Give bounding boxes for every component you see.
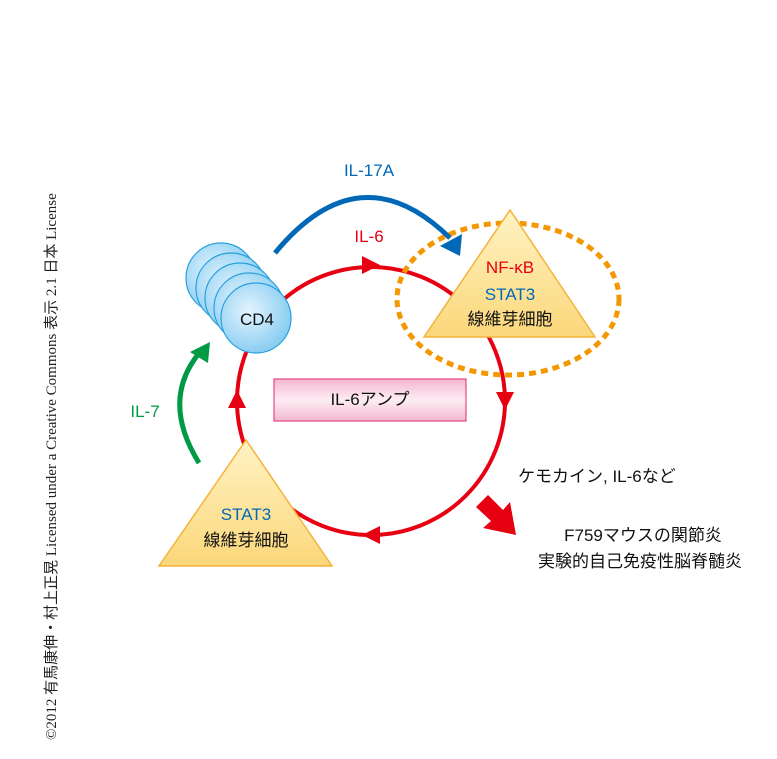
fibroblast-left-label: 線維芽細胞 [203, 531, 289, 550]
il6-label: IL-6 [354, 227, 384, 246]
arrowhead-down [496, 392, 514, 410]
cd4-label: CD4 [239, 310, 275, 329]
fibroblast-right-label: 線維芽細胞 [467, 310, 553, 329]
output-label: ケモカイン, IL-6など [518, 467, 676, 486]
il7-label: IL-7 [130, 402, 160, 421]
fibroblast-triangle-right [422, 208, 597, 338]
arrowhead-up [228, 390, 246, 408]
fibroblast-triangle-left [157, 438, 334, 567]
il7-arrowhead [190, 342, 210, 363]
nfkb-highlight-ellipse [394, 220, 622, 378]
arrowhead-left [362, 526, 380, 544]
il7-arrow [177, 350, 202, 465]
il17a-label: IL-17A [343, 161, 395, 180]
arrowhead-right [362, 256, 380, 274]
il17a-arrow [273, 195, 452, 255]
stat3-left-label: STAT3 [220, 505, 272, 524]
nfkb-label: NF-κB [485, 258, 535, 277]
il6-amp-box [273, 378, 467, 422]
stat3-right-label: STAT3 [484, 285, 536, 304]
amp-label: IL-6アンプ [330, 390, 410, 409]
il17a-arrowhead [440, 234, 462, 256]
output-arrow [476, 495, 516, 535]
copyright-notice: ©2012 有馬康伸・村上正晃 Licensed under a Creativ… [44, 193, 60, 740]
disease-label-1: F759マウスの関節炎 [564, 526, 722, 545]
disease-label-2: 実験的自己免疫性脳脊髄炎 [538, 552, 742, 571]
cd4-cell-stack [185, 242, 292, 354]
